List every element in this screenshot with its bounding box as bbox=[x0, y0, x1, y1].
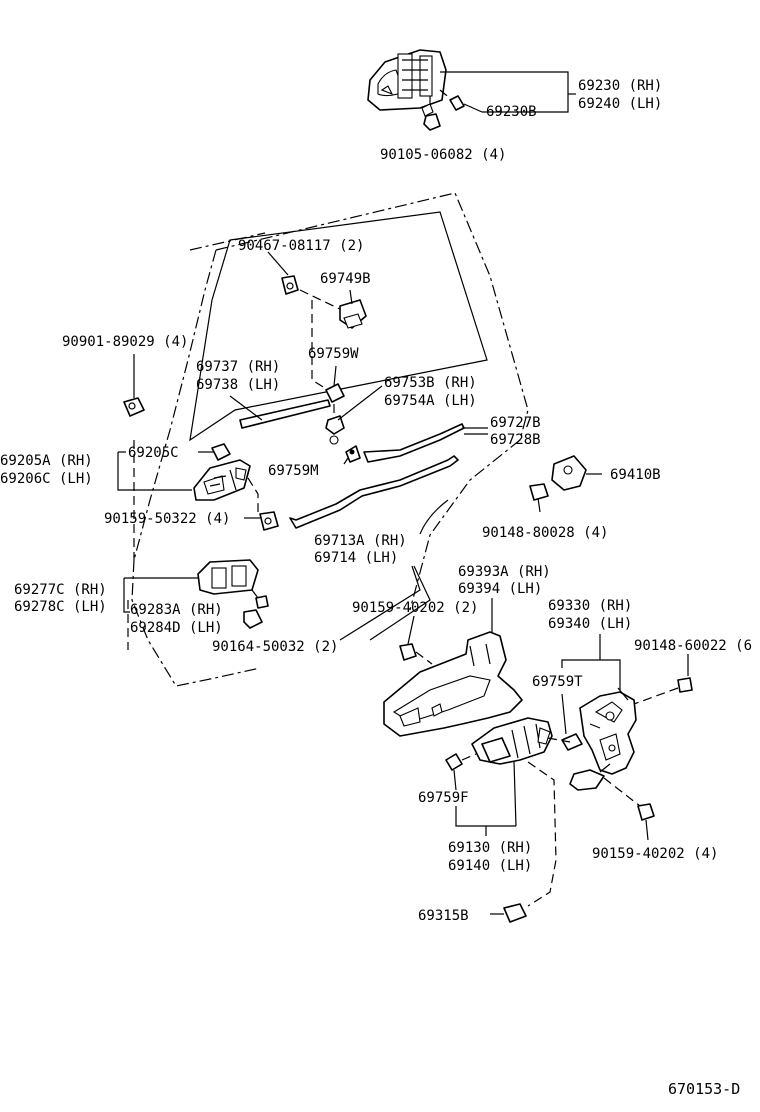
label-69753B: 69753B (RH) bbox=[384, 375, 477, 391]
label-69240: 69240 (LH) bbox=[578, 96, 662, 112]
lock-rod-69737 bbox=[229, 395, 331, 429]
label-69394: 69394 (LH) bbox=[458, 581, 542, 597]
label-69230B: 69230B bbox=[486, 104, 537, 120]
label-69714: 69714 (LH) bbox=[314, 550, 398, 566]
label-69393A: 69393A (RH) bbox=[458, 564, 551, 580]
label-90159-40202-2: 90159-40202 (2) bbox=[352, 600, 478, 616]
label-69284D: 69284D (LH) bbox=[130, 620, 223, 636]
label-90901: 90901-89029 (4) bbox=[62, 334, 188, 350]
door-outline bbox=[127, 192, 529, 687]
screw-90159-40202-b bbox=[637, 803, 655, 841]
label-69283A: 69283A (RH) bbox=[130, 602, 223, 618]
clip-69759T bbox=[561, 733, 583, 751]
label-69410B: 69410B bbox=[610, 467, 661, 483]
label-90148-60022: 90148-60022 (6 bbox=[634, 638, 752, 654]
striker-69410B bbox=[551, 455, 602, 491]
clip-69759W bbox=[325, 365, 345, 403]
handle-bezel-69277C bbox=[197, 559, 259, 595]
label-69759T: 69759T bbox=[532, 674, 583, 690]
label-69230: 69230 (RH) bbox=[578, 78, 662, 94]
clip-69230B bbox=[449, 95, 483, 113]
label-69754A: 69754A (LH) bbox=[384, 393, 477, 409]
inside-handle-69205A bbox=[193, 459, 251, 501]
link-rod-69713A bbox=[289, 455, 459, 529]
clip-69753B bbox=[325, 415, 345, 445]
window-frame bbox=[189, 211, 488, 442]
diagram-reference: 670153-D bbox=[668, 1080, 740, 1098]
label-69330: 69330 (RH) bbox=[548, 598, 632, 614]
handle-frame-69130 bbox=[471, 717, 553, 765]
label-69277C: 69277C (RH) bbox=[14, 582, 107, 598]
outside-handle-assembly bbox=[367, 49, 447, 111]
label-90148-80028: 90148-80028 (4) bbox=[482, 525, 608, 541]
label-69759M: 69759M bbox=[268, 463, 319, 479]
label-90159-40202-4: 90159-40202 (4) bbox=[592, 846, 718, 862]
screw-90159-50322 bbox=[244, 511, 279, 531]
clip-69759M bbox=[343, 445, 361, 465]
label-69130: 69130 (RH) bbox=[448, 840, 532, 856]
clip-69205C bbox=[198, 443, 231, 461]
label-69315B: 69315B bbox=[418, 908, 469, 924]
link-rod-69727B bbox=[363, 423, 488, 463]
label-69737: 69737 (RH) bbox=[196, 359, 280, 375]
label-90467: 90467-08117 (2) bbox=[238, 238, 364, 254]
label-69738: 69738 (LH) bbox=[196, 377, 280, 393]
label-69727B: 69727B bbox=[490, 415, 541, 431]
label-90164: 90164-50032 (2) bbox=[212, 639, 338, 655]
label-69759W: 69759W bbox=[308, 346, 359, 362]
label-69749B: 69749B bbox=[320, 271, 371, 287]
label-69206C: 69206C (LH) bbox=[0, 471, 93, 487]
screw-90159-40202-a bbox=[399, 643, 433, 665]
clip-69759F bbox=[445, 753, 477, 791]
screw-90164 bbox=[243, 589, 269, 629]
label-69205C: 69205C bbox=[128, 445, 179, 461]
label-69140: 69140 (LH) bbox=[448, 858, 532, 874]
label-69728B: 69728B bbox=[490, 432, 541, 448]
label-90105: 90105-06082 (4) bbox=[380, 147, 506, 163]
label-90159-50322: 90159-50322 (4) bbox=[104, 511, 230, 527]
label-69713A: 69713A (RH) bbox=[314, 533, 407, 549]
label-69759F: 69759F bbox=[418, 790, 469, 806]
label-69278C: 69278C (LH) bbox=[14, 599, 107, 615]
screw-90105 bbox=[421, 103, 441, 131]
clip-69749B bbox=[339, 299, 367, 329]
screw-90148-80028 bbox=[529, 483, 549, 513]
label-69340: 69340 (LH) bbox=[548, 616, 632, 632]
nut-90467 bbox=[281, 275, 299, 295]
switch-69315B bbox=[490, 903, 527, 923]
bracket-69393A bbox=[383, 631, 523, 737]
screw-90148-60022 bbox=[633, 677, 693, 705]
screw-90901 bbox=[123, 354, 145, 417]
label-69205A: 69205A (RH) bbox=[0, 453, 93, 469]
door-lock-69330 bbox=[569, 687, 637, 791]
